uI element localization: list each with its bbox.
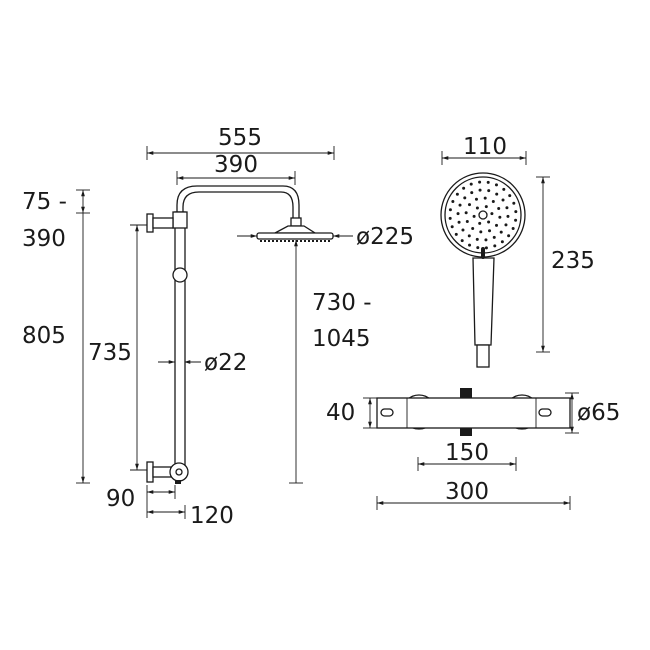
spray-nozzle: [490, 212, 494, 216]
dimension-lines: [76, 146, 579, 519]
spray-nozzle: [487, 220, 491, 224]
dim-40: 40: [326, 400, 355, 426]
spray-nozzle: [505, 206, 509, 210]
spray-nozzle: [456, 212, 460, 216]
spray-nozzle: [484, 246, 488, 250]
dim-735: 735: [88, 340, 132, 366]
spray-nozzle: [461, 228, 465, 232]
spray-nozzle: [486, 180, 490, 184]
spray-nozzle: [495, 192, 499, 196]
spray-nozzle: [475, 206, 479, 210]
spray-nozzle: [448, 208, 452, 212]
spray-nozzle: [487, 189, 491, 193]
dim-300: 300: [445, 479, 489, 505]
spray-nozzle: [469, 182, 473, 186]
spray-nozzle: [484, 238, 488, 242]
spray-nozzle: [470, 191, 474, 195]
spray-nozzle: [492, 235, 496, 239]
spray-nozzle: [497, 206, 501, 210]
dim-valve-diameter: ø65: [577, 400, 620, 426]
spray-nozzle: [451, 200, 455, 204]
spray-nozzle: [500, 240, 504, 244]
spray-nozzle: [501, 198, 505, 202]
dim-390: 390: [22, 226, 66, 252]
spray-nozzle: [495, 223, 499, 227]
dim-90: 90: [106, 486, 135, 512]
dim-110: 110: [463, 134, 507, 160]
spray-nozzle: [499, 230, 503, 234]
spray-nozzle: [457, 220, 461, 224]
spray-nozzle: [455, 192, 459, 196]
spray-nozzle: [458, 203, 462, 207]
dim-555: 555: [218, 125, 262, 151]
spray-nozzle: [498, 215, 502, 219]
spray-nozzle: [488, 229, 492, 233]
spray-nozzle: [450, 225, 454, 229]
spray-nozzle: [506, 214, 510, 218]
spray-nozzle: [467, 203, 471, 207]
spray-nozzle: [454, 232, 458, 236]
spray-nozzle: [494, 183, 498, 187]
dim-805: 805: [22, 323, 66, 349]
dim-150: 150: [445, 440, 489, 466]
spray-nozzle: [511, 226, 515, 230]
spray-nozzle: [463, 196, 467, 200]
spray-nozzle: [514, 210, 518, 214]
dim-120: 120: [190, 503, 234, 529]
spray-nozzle: [512, 201, 516, 205]
slider-ball: [172, 267, 188, 283]
handset: [440, 172, 526, 368]
dim-1045: 1045: [312, 326, 371, 352]
spray-nozzle: [483, 196, 487, 200]
spray-nozzle: [493, 244, 497, 248]
spray-nozzle: [476, 246, 480, 250]
dim-730: 730 -: [312, 290, 372, 316]
spray-nozzle: [475, 237, 479, 241]
spray-nozzle: [464, 211, 468, 215]
spray-nozzle: [448, 216, 452, 220]
dimension-labels: 555 390 75 - 390 805 735 ø22 730 - 1045 …: [22, 125, 620, 529]
spray-nozzle: [507, 234, 511, 238]
dim-rail-diameter: ø22: [204, 350, 247, 376]
spray-nozzle: [467, 234, 471, 238]
spray-nozzle: [471, 227, 475, 231]
dim-head-diameter: ø225: [356, 224, 414, 250]
dim-390-arm: 390: [214, 152, 258, 178]
spray-nozzle: [460, 239, 464, 243]
spray-nozzle: [474, 197, 478, 201]
shower-head: [256, 232, 334, 240]
spray-nozzle: [514, 218, 518, 222]
spray-nozzle: [462, 186, 466, 190]
spray-nozzle: [504, 223, 508, 227]
spray-nozzle: [508, 194, 512, 198]
spray-nozzle: [478, 221, 482, 225]
spray-nozzle: [479, 230, 483, 234]
spray-nozzle: [468, 243, 472, 247]
spray-nozzle: [491, 199, 495, 203]
dim-75: 75 -: [22, 189, 67, 215]
dim-235: 235: [551, 248, 595, 274]
riser-rail: [146, 185, 334, 484]
bar-valve: [376, 388, 571, 436]
spray-nozzle: [478, 180, 482, 184]
spray-nozzle: [478, 188, 482, 192]
spray-nozzle: [502, 187, 506, 191]
spray-nozzle: [465, 220, 469, 224]
spray-nozzle: [472, 214, 476, 218]
spray-nozzle: [484, 205, 488, 209]
